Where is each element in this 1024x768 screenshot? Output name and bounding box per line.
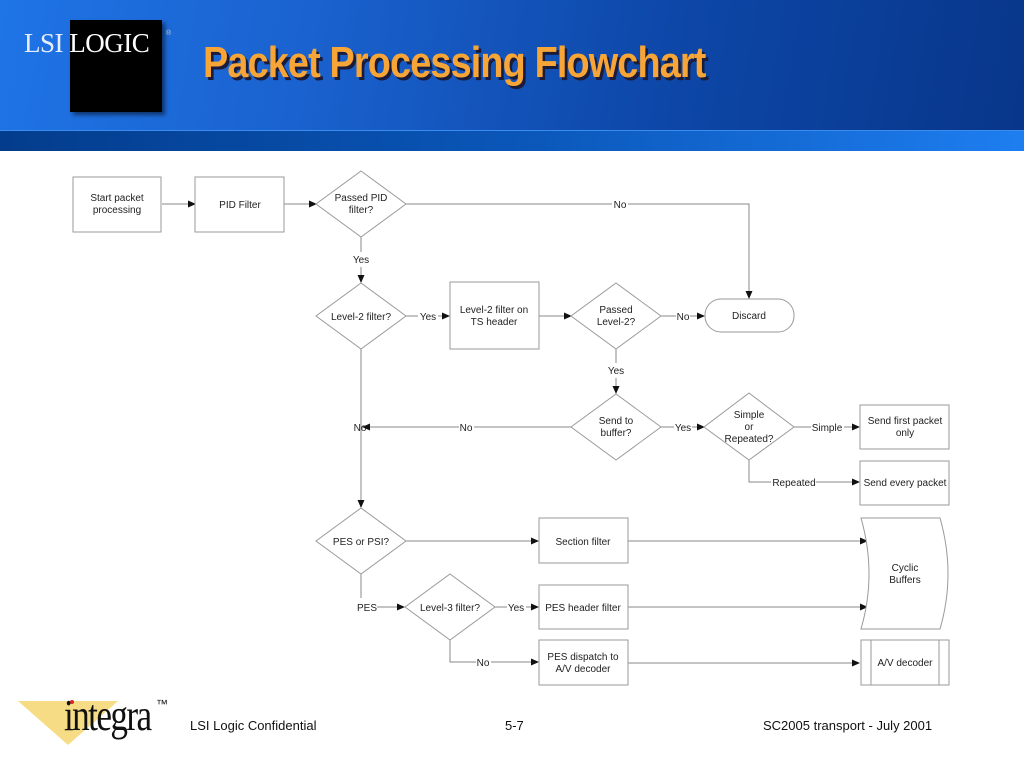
edge-label-level3-no: No	[477, 658, 490, 669]
label-line: Send to	[599, 416, 634, 427]
edge-label-passed-level2-no: No	[677, 312, 690, 323]
lsi-logo: LSI LOGIC	[24, 28, 150, 59]
edge-label-buffer-no: No	[460, 423, 473, 434]
label-pid-filter: PID Filter	[219, 200, 261, 211]
trademark-mark: ™	[156, 697, 168, 711]
node-passed-level2	[570, 282, 662, 350]
node-passed-pid	[315, 170, 407, 238]
label-line: Passed	[599, 305, 632, 316]
node-pes-header-filter	[538, 584, 629, 630]
edge-label-pes: PES	[357, 603, 377, 614]
label-line: buffer?	[601, 428, 632, 439]
edge-label-passed-level2-yes: Yes	[608, 366, 624, 377]
lsi-logo-box	[70, 20, 162, 112]
node-send-to-buffer	[570, 393, 662, 461]
label-line: only	[896, 428, 914, 439]
label-line: Discard	[732, 311, 766, 322]
node-section-filter	[538, 517, 629, 564]
header-band	[0, 130, 1024, 151]
label-line: Start packet	[90, 193, 144, 204]
edge-label-buffer-yes: Yes	[675, 423, 691, 434]
edge-label-merge-no: No	[354, 423, 367, 434]
label-line: Level-2?	[597, 317, 636, 328]
node-level2-q	[315, 282, 407, 350]
label-line: Level-3 filter?	[420, 603, 480, 614]
label-line: Level-2 filter on	[460, 305, 528, 316]
integra-dot-icon	[70, 700, 74, 704]
label-line: PES or PSI?	[333, 537, 390, 548]
node-send-every	[859, 460, 950, 506]
edge-label-pid-no: No	[614, 200, 627, 211]
edge-pid-no-discard-2	[628, 203, 753, 299]
label-line: PID Filter	[219, 200, 261, 211]
label-discard: Discard	[732, 311, 766, 322]
label-line: Section filter	[555, 537, 611, 548]
edge-label-level3-yes: Yes	[508, 603, 524, 614]
edge-label-simple: Simple	[812, 423, 843, 434]
node-av-decoder	[860, 639, 950, 686]
label-line: PES dispatch to	[547, 652, 619, 663]
label-av-decoder: A/V decoder	[877, 658, 933, 669]
edge-label-level2-yes: Yes	[420, 312, 436, 323]
logo-logic: LOGIC	[69, 28, 150, 58]
label-line: Level-2 filter?	[331, 312, 391, 323]
label-level3-q: Level-3 filter?	[420, 603, 480, 614]
integra-triangle-icon	[18, 701, 118, 745]
label-line: A/V decoder	[555, 664, 611, 675]
footer-confidential: LSI Logic Confidential	[190, 718, 317, 733]
edge-l3-no-1	[449, 640, 476, 663]
label-send-every: Send every packet	[864, 478, 947, 489]
logo-registered-mark: ®	[166, 30, 172, 37]
integra-logo: integra	[64, 691, 152, 740]
label-line: filter?	[349, 205, 374, 216]
logo-lsi: LSI	[24, 28, 64, 58]
label-line: Send first packet	[868, 416, 943, 427]
edge-label-pid-yes: Yes	[353, 255, 369, 266]
label-line: Repeated?	[725, 434, 774, 445]
edge-repeated-1	[748, 460, 771, 483]
node-level2-ts	[449, 281, 540, 350]
node-send-first	[859, 404, 950, 450]
node-level3-q	[404, 573, 496, 641]
node-pes-or-psi	[315, 507, 407, 575]
edge-label-repeated: Repeated	[772, 478, 815, 489]
label-line: or	[745, 422, 755, 433]
slide-title: Packet Processing Flowchart	[203, 38, 706, 87]
label-line: TS header	[471, 317, 518, 328]
label-pes-header-filter: PES header filter	[545, 603, 621, 614]
node-start	[72, 176, 162, 233]
label-pes-or-psi: PES or PSI?	[333, 537, 390, 548]
footer-page-number: 5-7	[505, 718, 524, 733]
label-line: Passed PID	[335, 193, 388, 204]
label-line: Cyclic	[892, 563, 919, 574]
label-line: processing	[93, 205, 141, 216]
node-pes-dispatch	[538, 639, 629, 686]
label-line: Buffers	[889, 575, 921, 586]
label-line: PES header filter	[545, 603, 621, 614]
node-discard	[704, 298, 795, 333]
label-line: A/V decoder	[877, 658, 933, 669]
node-simple-or-repeated	[703, 392, 795, 461]
footer-doc-info: SC2005 transport - July 2001	[763, 718, 933, 733]
slide-header	[0, 0, 1024, 130]
node-cyclic-buffers	[860, 517, 949, 630]
label-section-filter: Section filter	[555, 537, 611, 548]
label-level2-q: Level-2 filter?	[331, 312, 391, 323]
node-pid-filter	[194, 176, 285, 233]
label-line: Simple	[734, 410, 765, 421]
label-line: Send every packet	[864, 478, 947, 489]
